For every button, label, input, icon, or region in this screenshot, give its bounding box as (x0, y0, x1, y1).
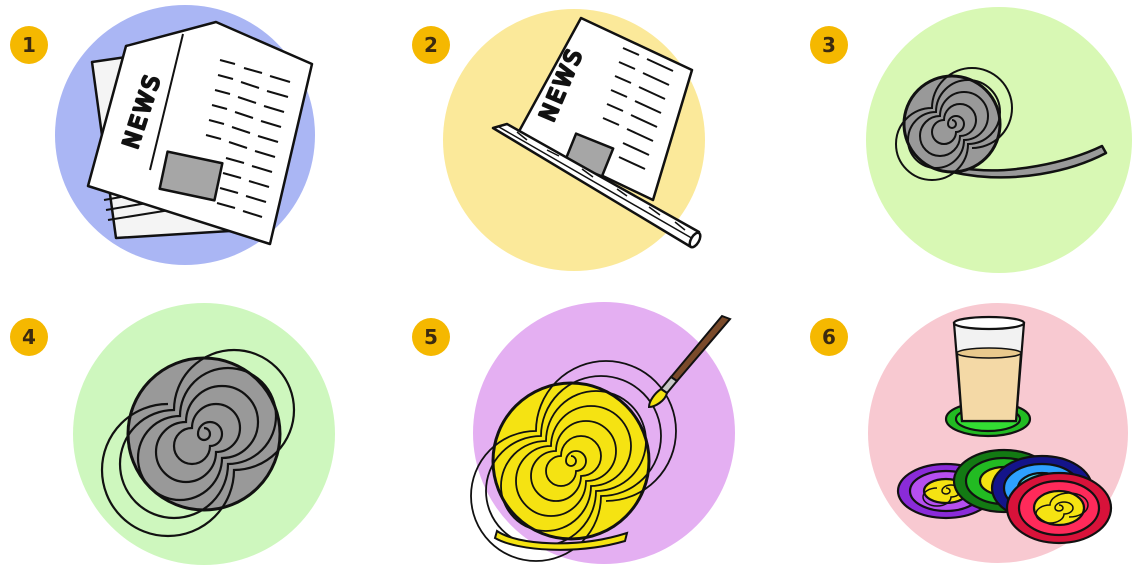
step-2: NEWS 2 (377, 0, 754, 283)
yellow-coil (493, 383, 649, 539)
step-6: 6 (754, 283, 1131, 566)
glass-icon (954, 317, 1024, 421)
step-number-badge: 1 (10, 26, 48, 64)
step-number-badge: 2 (412, 26, 450, 64)
step-5: 5 (377, 283, 754, 566)
step-6-illustration (754, 283, 1131, 566)
step-1-illustration: NEWS (0, 0, 377, 283)
step-number-badge: 3 (810, 26, 848, 64)
step-3: 3 (754, 0, 1131, 283)
step-number-badge: 6 (810, 318, 848, 356)
step-4-illustration (0, 283, 377, 566)
step-number-badge: 5 (412, 318, 450, 356)
red-coaster (1007, 473, 1111, 543)
step-4: 4 (0, 283, 377, 566)
step-number-badge: 4 (10, 318, 48, 356)
step-1: NEWS 1 (0, 0, 377, 283)
